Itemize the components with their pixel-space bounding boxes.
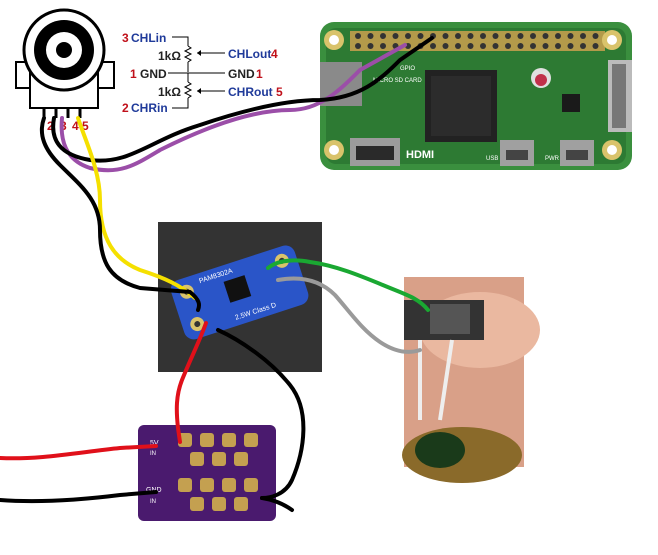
gpio-pin: [567, 43, 574, 49]
gpio-pin: [480, 33, 486, 39]
solder-pad: [212, 452, 226, 466]
gpio-pin: [405, 33, 411, 39]
gpio-pin: [592, 43, 599, 49]
gpio-pin: [367, 33, 374, 39]
solder-pad: [190, 497, 204, 511]
gpio-pin: [430, 43, 436, 49]
gpio-pin: [517, 43, 524, 49]
wire-red-left: [0, 444, 158, 461]
resistor-label-top: 1kΩ: [158, 49, 181, 63]
solder-pad: [212, 497, 226, 511]
usb-label: USB: [486, 156, 498, 162]
wire-black-left: [0, 490, 158, 504]
gpio-pin: [530, 33, 536, 39]
gpio-pin: [505, 33, 511, 39]
gpio-pin: [367, 43, 374, 49]
wire-purple: [59, 43, 407, 173]
speaker-photo: [402, 277, 540, 483]
sd-label: MICRO SD CARD: [373, 78, 422, 84]
wire-gray: [276, 276, 422, 354]
power-gnd-sub: IN: [150, 499, 156, 505]
gpio-pin: [542, 43, 549, 49]
gpio-pin: [442, 43, 449, 49]
label-2-num: 2: [122, 101, 129, 115]
gpio-pin: [380, 43, 386, 49]
gpio-pin: [392, 33, 399, 39]
label-5-num: 5: [276, 85, 283, 99]
potentiometer: 2 3 4 5: [15, 8, 115, 133]
solder-pad: [222, 433, 236, 447]
wire-green: [266, 258, 430, 312]
amplifier-board: PAM8302A 2.5W Class D: [158, 222, 322, 372]
gpio-pin: [555, 43, 561, 49]
solder-pad: [222, 478, 236, 492]
solder-pad: [178, 478, 192, 492]
solder-pad: [244, 433, 258, 447]
resistor-label-bottom: 1kΩ: [158, 85, 181, 99]
gpio-pin: [542, 33, 549, 39]
label-chlout: CHLout: [228, 47, 271, 61]
gpio-pin: [442, 33, 449, 39]
solder-pad: [200, 478, 214, 492]
solder-pad: [178, 433, 192, 447]
wires: [0, 36, 434, 512]
gpio-pin: [480, 43, 486, 49]
hdmi-label: HDMI: [406, 149, 434, 161]
gpio-pin: [580, 43, 586, 49]
label-1-right-num: 1: [256, 67, 263, 81]
wire-black-pot-to-amp: [39, 116, 201, 312]
gpio-pin: [455, 43, 461, 49]
wire-black-amp-to-power: [216, 328, 306, 500]
gpio-pin: [455, 33, 461, 39]
label-3-num: 3: [122, 31, 129, 45]
wire-red-amp-to-power: [174, 321, 208, 444]
raspberry-pi-zero: MICRO SD CARD HDMI USB PWR GPIO: [318, 8, 632, 176]
label-chrin: CHRin: [131, 101, 168, 115]
pot-pin-2: 2: [47, 119, 54, 133]
pot-pin-4: 4: [72, 119, 79, 133]
gpio-label: GPIO: [400, 66, 415, 72]
gpio-pin: [592, 33, 599, 39]
label-gnd-right: GND: [228, 67, 255, 81]
label-1-num: 1: [130, 67, 137, 81]
label-chrout: CHRout: [228, 85, 273, 99]
power-board: 5V IN GND IN: [138, 425, 276, 521]
gpio-pin: [380, 33, 386, 39]
gpio-pin: [355, 33, 361, 39]
gpio-pin: [492, 43, 499, 49]
pwr-label: PWR: [545, 156, 560, 162]
wire-black-pot-to-pi: [51, 36, 434, 163]
gpio-pin: [567, 33, 574, 39]
gpio-pin: [505, 43, 511, 49]
schematic: 3 CHLin 1 GND 2 CHRin 1kΩ 1kΩ CHLout 4 G…: [122, 31, 283, 115]
solder-pad: [234, 452, 248, 466]
power-5v-sub: IN: [150, 451, 156, 457]
solder-pad: [234, 497, 248, 511]
gpio-pin: [530, 43, 536, 49]
gpio-pin: [580, 33, 586, 39]
label-chlin: CHLin: [131, 31, 166, 45]
gpio-pin: [467, 33, 474, 39]
gpio-pin: [492, 33, 499, 39]
gpio-pin: [417, 33, 424, 39]
solder-pad: [200, 433, 214, 447]
gpio-pin: [555, 33, 561, 39]
gpio-pin: [517, 33, 524, 39]
wire-yellow: [76, 116, 197, 300]
solder-pad: [190, 452, 204, 466]
solder-pad: [244, 478, 258, 492]
gpio-pin: [355, 43, 361, 49]
wire-black-power-right: [260, 496, 294, 512]
gpio-pin: [467, 43, 474, 49]
pot-pin-5: 5: [82, 119, 89, 133]
label-gnd-left: GND: [140, 67, 167, 81]
label-4-num: 4: [271, 47, 278, 61]
power-5v-label: 5V: [150, 440, 159, 447]
